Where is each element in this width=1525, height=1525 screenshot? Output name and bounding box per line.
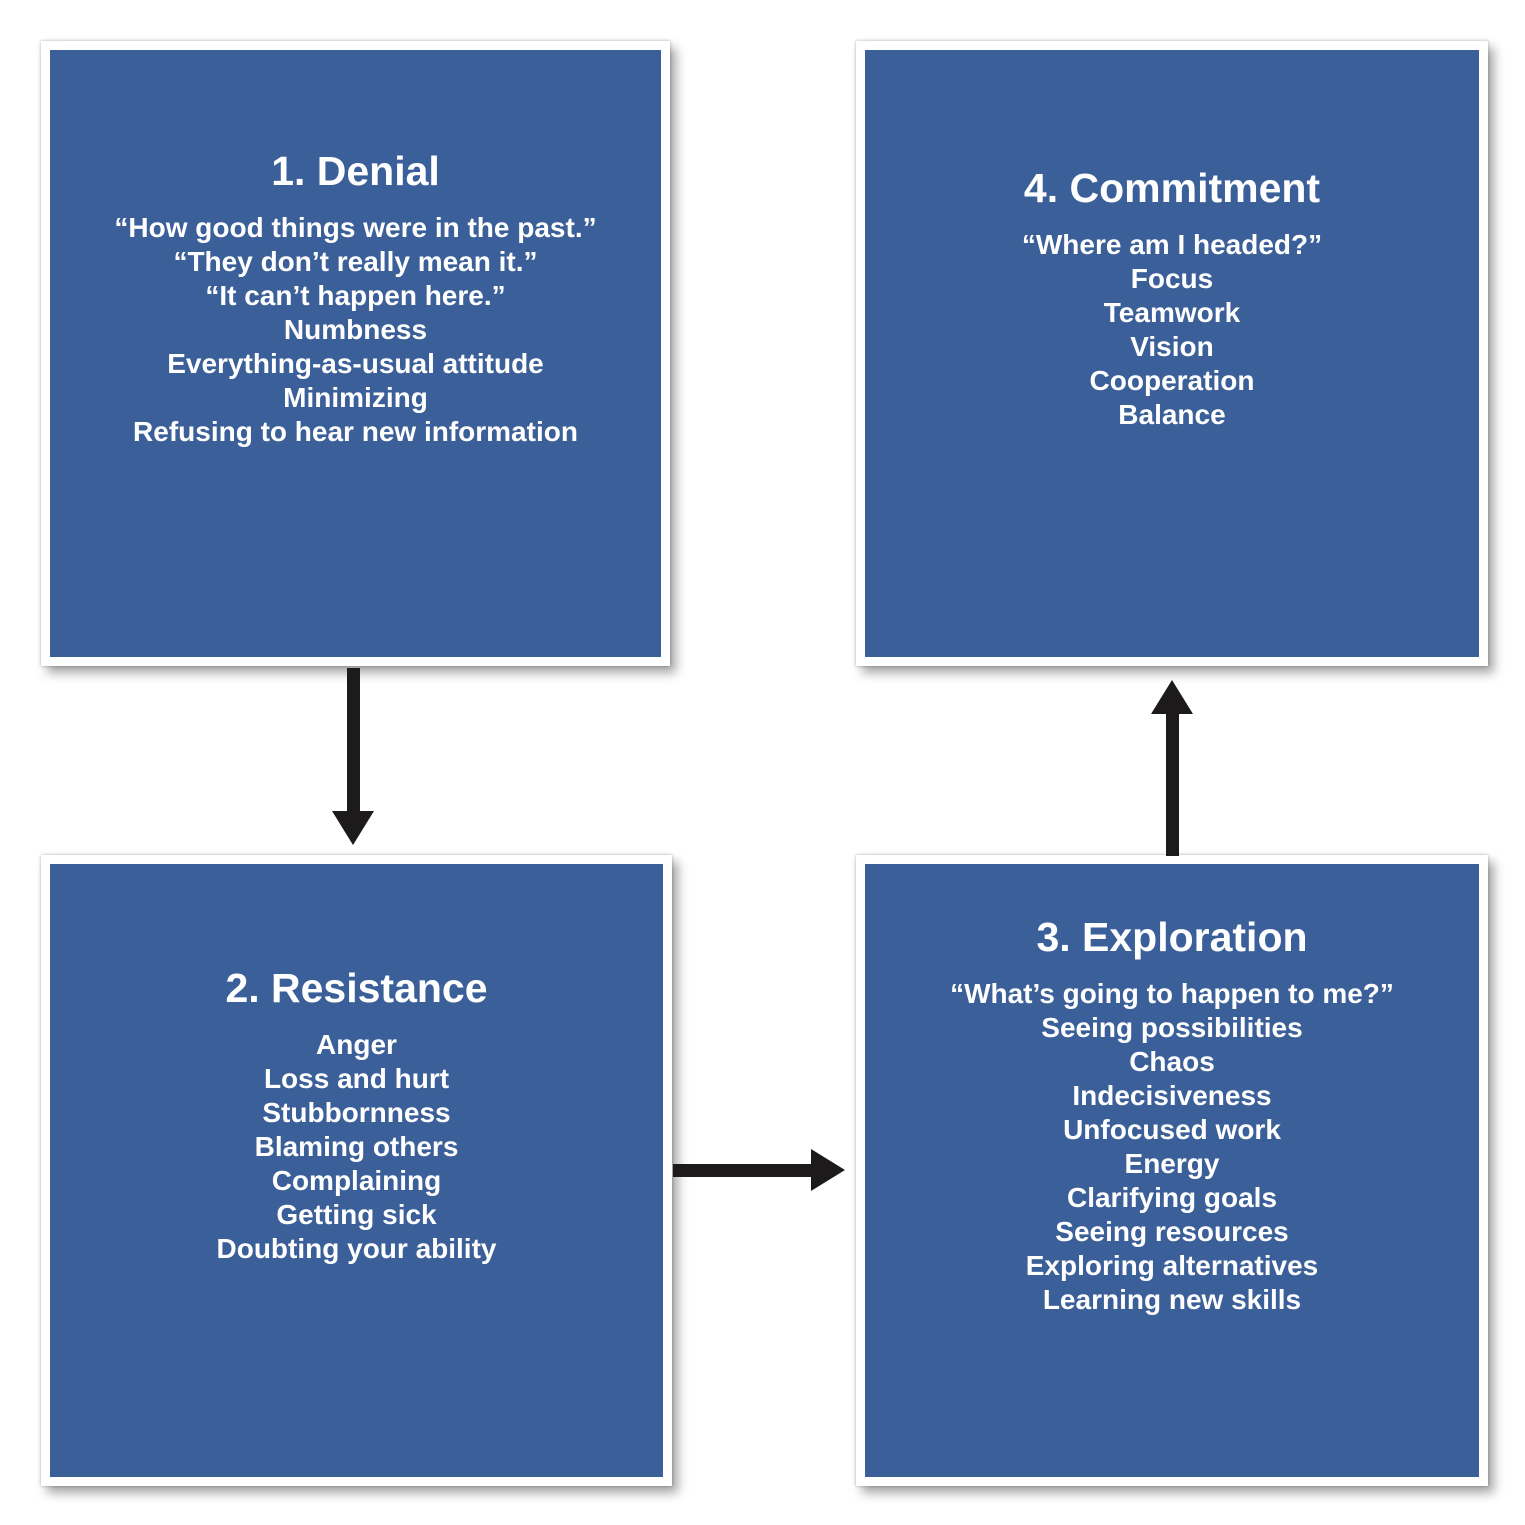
stage-item: Complaining — [271, 1164, 442, 1196]
stage-item: Balance — [1118, 398, 1226, 430]
arrow-exploration-to-commitment — [1151, 680, 1193, 856]
stage-item: Doubting your ability — [216, 1232, 497, 1264]
stage-item: Energy — [1124, 1147, 1220, 1179]
arrow-head-down-icon — [332, 811, 374, 845]
stage-title: 4. Commitment — [1023, 164, 1321, 211]
stage-item: Seeing resources — [1055, 1215, 1289, 1247]
stage-items: Anger Loss and hurt Stubbornness Blaming… — [217, 1028, 497, 1266]
stage-item: Learning new skills — [1042, 1283, 1302, 1315]
stage-item: “How good things were in the past.” — [114, 211, 597, 243]
stage-item: Vision — [1130, 330, 1214, 362]
stage-item: “What’s going to happen to me?” — [950, 977, 1394, 1009]
arrow-shaft — [1165, 714, 1179, 856]
stage-item: Indecisiveness — [1072, 1079, 1272, 1111]
stage-item: Everything-as-usual attitude — [167, 347, 544, 379]
stage-item: Exploring alternatives — [1025, 1249, 1319, 1281]
arrow-head-right-icon — [811, 1149, 845, 1191]
stage-item: Anger — [316, 1028, 397, 1060]
stage-title: 1. Denial — [271, 147, 440, 194]
stage-item: Clarifying goals — [1066, 1181, 1278, 1213]
stage-title: 3. Exploration — [1036, 913, 1308, 960]
stage-title: 2. Resistance — [225, 964, 488, 1011]
arrow-resistance-to-exploration — [673, 1149, 845, 1191]
stage-item: Blaming others — [254, 1130, 459, 1162]
stage-box-denial: 1. Denial “How good things were in the p… — [41, 41, 670, 666]
stage-items: “What’s going to happen to me?” Seeing p… — [950, 977, 1394, 1317]
stage-items: “Where am I headed?” Focus Teamwork Visi… — [1022, 228, 1322, 432]
stage-box-exploration: 3. Exploration “What’s going to happen t… — [856, 855, 1488, 1486]
stage-item: “It can’t happen here.” — [205, 279, 506, 311]
stage-item: “They don’t really mean it.” — [173, 245, 538, 277]
stage-item: Numbness — [283, 313, 428, 345]
stage-items: “How good things were in the past.” “The… — [114, 211, 596, 449]
stage-item: Cooperation — [1089, 364, 1255, 396]
stage-item: “Where am I headed?” — [1021, 228, 1323, 260]
stage-item: Seeing possibilities — [1041, 1011, 1303, 1043]
arrow-shaft — [346, 668, 360, 811]
arrow-head-up-icon — [1151, 680, 1193, 714]
arrow-shaft — [673, 1163, 811, 1177]
stage-item: Minimizing — [283, 381, 428, 413]
arrow-denial-to-resistance — [332, 668, 374, 845]
stage-box-commitment: 4. Commitment “Where am I headed?” Focus… — [856, 41, 1488, 666]
stage-item: Unfocused work — [1063, 1113, 1281, 1145]
stage-item: Getting sick — [276, 1198, 437, 1230]
stage-box-resistance: 2. Resistance Anger Loss and hurt Stubbo… — [41, 855, 672, 1486]
stage-item: Loss and hurt — [263, 1062, 450, 1094]
stage-item: Focus — [1130, 262, 1214, 294]
stage-item: Refusing to hear new information — [133, 415, 578, 447]
stage-item: Chaos — [1129, 1045, 1215, 1077]
stage-item: Teamwork — [1103, 296, 1241, 328]
stage-item: Stubbornness — [262, 1096, 451, 1128]
